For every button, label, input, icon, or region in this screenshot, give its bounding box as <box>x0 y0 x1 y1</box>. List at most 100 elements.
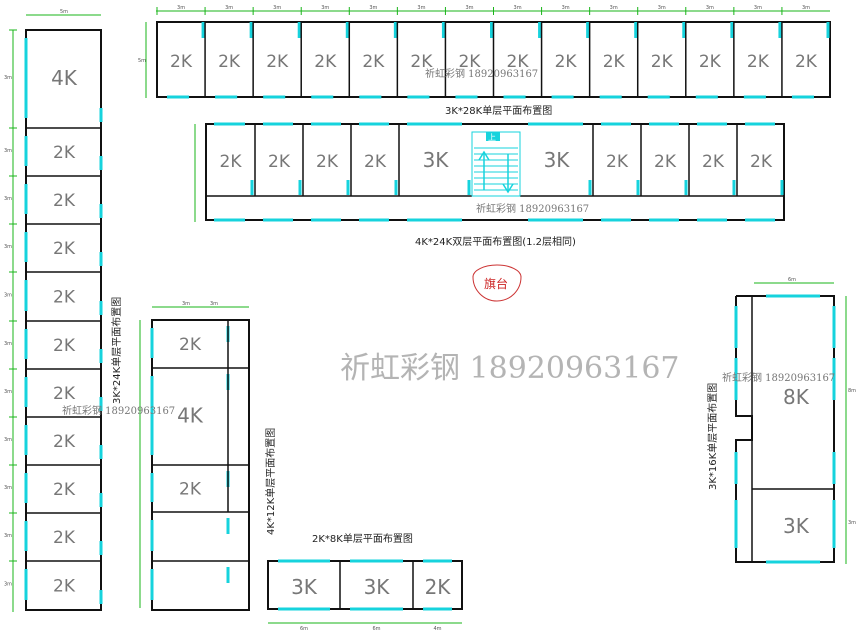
left-room-label: 2K <box>53 577 76 597</box>
bottom-center-block: 2K*8K单层平面布置图 3K 6m 3K 6m 2K 4m <box>267 533 463 632</box>
left-bay-dim: 3m <box>4 148 12 154</box>
top-row-title: 3K*28K单层平面布置图 <box>445 105 552 117</box>
left-bay-dim: 3m <box>4 533 12 539</box>
mid-room-label: 2K <box>702 152 725 172</box>
left-bay-dim: 3m <box>4 196 12 202</box>
bc-room-label: 2K <box>425 575 452 599</box>
stair-up-mark: 上 <box>488 133 496 142</box>
bc-width-dim: 6m <box>373 626 381 632</box>
flag-stage-label: 旗台 <box>484 276 508 291</box>
top-room-label: 2K <box>266 52 289 72</box>
top-bay-dim: 3m <box>610 5 618 11</box>
bc-width-dim: 6m <box>300 626 308 632</box>
bc-room-label: 3K <box>364 575 391 599</box>
bc-room-label: 3K <box>291 575 318 599</box>
middle-row-title: 4K*24K双层平面布置图(1.2层相同) <box>415 235 576 248</box>
top-bay-dim: 3m <box>225 5 233 11</box>
left-bay-dim: 3m <box>4 75 12 81</box>
center-left-dim-1: 3m <box>182 301 190 307</box>
left-bay-dim: 3m <box>4 485 12 491</box>
top-row-block: 3m 3m 3m 3m 3m 3m 3m 3m 3m 3m 3m 3m 3m 3m 5m 2K 2K 2K 2K… <box>138 5 831 117</box>
top-bay-dim: 3m <box>802 5 810 11</box>
left-bay-dim: 3m <box>4 389 12 395</box>
top-room-label: 2K <box>603 52 626 72</box>
right-block-width-dim: 6m <box>788 277 796 283</box>
left-room-label: 2K <box>53 480 76 500</box>
mid-room-label: 2K <box>220 152 243 172</box>
cl-room-label: 4K <box>177 404 204 428</box>
top-room-label: 2K <box>651 52 674 72</box>
mid-room-label: 2K <box>316 152 339 172</box>
mid-room-label: 2K <box>268 152 291 172</box>
mid-room-label: 3K <box>544 148 571 172</box>
left-bay-dim: 3m <box>4 437 12 443</box>
center-left-title: 4K*12K单层平面布置图 <box>265 428 277 535</box>
left-column-width-dim: 5m <box>60 9 68 15</box>
top-bay-dim: 3m <box>706 5 714 11</box>
right-block: 6m 8m 3m 8K 3K 3K*16K单层平面布置图 <box>707 277 856 564</box>
watermark-right: 祈虹彩钢 18920963167 <box>722 371 835 384</box>
watermark-center: 祈虹彩钢 18920963167 <box>340 351 680 386</box>
left-room-label: 2K <box>53 143 76 163</box>
top-bay-dim: 3m <box>754 5 762 11</box>
right-room-2-label: 3K <box>783 514 810 538</box>
flag-stage: 旗台 <box>472 264 522 302</box>
left-room-label: 2K <box>53 288 76 308</box>
top-row-depth-dim: 5m <box>138 58 146 64</box>
left-column-block: 5m 4K 3m 2K 3m 2K 3m 2K 3m 2K 3m 2K 3m 2K 3m 2K 3m 2K 3m 2… <box>4 9 123 612</box>
left-bay-dim: 3m <box>4 341 12 347</box>
top-bay-dim: 3m <box>658 5 666 11</box>
left-column-title: 3K*24K单层平面布置图 <box>111 297 123 404</box>
middle-row-block: 2K 2K 2K 2K 3K 3K 2K 2K 2K 2K 上 4K*24K双层平面布置图(1.2… <box>194 122 785 248</box>
left-room-label: 2K <box>53 191 76 211</box>
top-room-label: 2K <box>795 52 818 72</box>
left-bay-dim: 3m <box>4 582 12 588</box>
left-room-label: 4K <box>51 66 78 90</box>
mid-room-label: 2K <box>750 152 773 172</box>
mid-room-label: 2K <box>364 152 387 172</box>
top-room-label: 2K <box>747 52 770 72</box>
top-room-label: 2K <box>699 52 722 72</box>
left-room-label: 2K <box>53 336 76 356</box>
center-left-block: 3m 3m 2K 4K 2K 4K*12K单层平面布置图 <box>139 301 277 611</box>
top-bay-dim: 3m <box>417 5 425 11</box>
left-room-label: 2K <box>53 239 76 259</box>
right-room-1-label: 8K <box>783 385 810 409</box>
top-room-label: 2K <box>170 52 193 72</box>
top-room-label: 2K <box>410 52 433 72</box>
mid-room-label: 2K <box>606 152 629 172</box>
top-room-label: 2K <box>458 52 481 72</box>
right-block-title: 3K*16K单层平面布置图 <box>707 383 719 490</box>
cl-room-label: 2K <box>179 335 202 355</box>
top-bay-dim: 3m <box>321 5 329 11</box>
left-room-label: 2K <box>53 432 76 452</box>
top-bay-dim: 3m <box>514 5 522 11</box>
left-room-label: 2K <box>53 528 76 548</box>
center-left-dim-2: 3m <box>210 301 218 307</box>
mid-room-label: 2K <box>654 152 677 172</box>
left-bay-dim: 3m <box>4 293 12 299</box>
left-bay-dim: 3m <box>4 244 12 250</box>
watermark-middle: 祈虹彩钢 18920963167 <box>476 202 589 215</box>
top-room-label: 2K <box>314 52 337 72</box>
right-block-height-dim-2: 3m <box>848 520 856 526</box>
left-room-label: 2K <box>53 384 76 404</box>
top-bay-dim: 3m <box>562 5 570 11</box>
top-bay-dim: 3m <box>177 5 185 11</box>
top-room-label: 2K <box>555 52 578 72</box>
stairwell: 上 <box>471 131 521 197</box>
top-bay-dim: 3m <box>273 5 281 11</box>
cl-room-label: 2K <box>179 480 202 500</box>
watermark-left: 祈虹彩钢 18920963167 <box>62 404 175 417</box>
top-room-label: 2K <box>218 52 241 72</box>
mid-room-label: 3K <box>423 148 450 172</box>
bc-width-dim: 4m <box>434 626 442 632</box>
top-bay-dim: 3m <box>369 5 377 11</box>
bottom-center-title: 2K*8K单层平面布置图 <box>312 533 413 545</box>
watermark-top: 祈虹彩钢 18920963167 <box>425 67 538 80</box>
top-room-label: 2K <box>362 52 385 72</box>
top-bay-dim: 3m <box>465 5 473 11</box>
right-block-height-dim-1: 8m <box>848 388 856 394</box>
top-room-label: 2K <box>507 52 530 72</box>
